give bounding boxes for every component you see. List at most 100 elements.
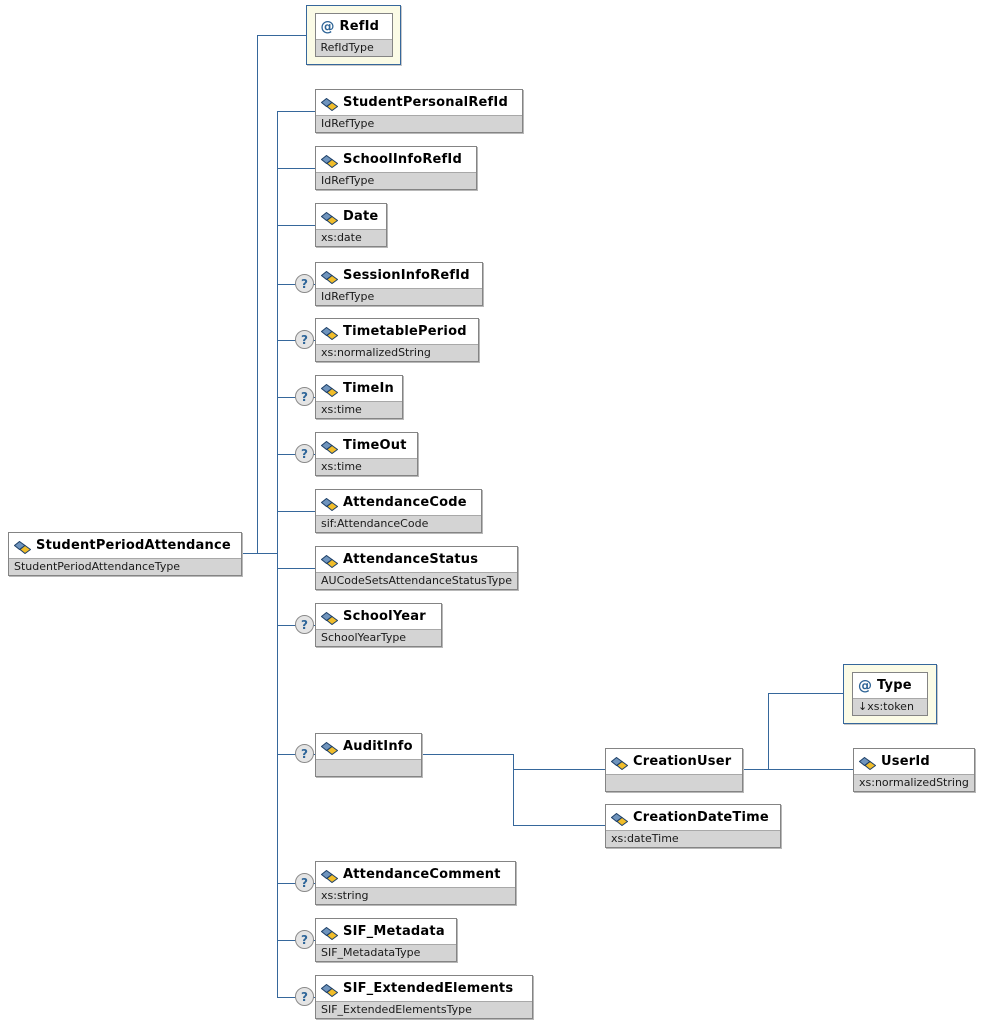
connector-line <box>768 693 769 770</box>
element-sif-extended-elements[interactable]: SIF_ExtendedElements SIF_ExtendedElement… <box>315 975 533 1019</box>
element-icon <box>320 740 339 756</box>
attribute-icon: @ <box>858 677 872 694</box>
element-creation-date-time[interactable]: CreationDateTime xs:dateTime <box>605 804 781 848</box>
element-title-row: Date <box>316 204 386 229</box>
element-name: UserId <box>881 754 930 769</box>
connector-line <box>513 825 611 826</box>
element-icon <box>610 811 629 827</box>
element-icon <box>13 539 32 555</box>
element-icon <box>320 868 339 884</box>
attribute-name: RefId <box>339 19 380 34</box>
attribute-type: ↓xs:token <box>853 698 927 715</box>
element-type: xs:string <box>316 887 515 904</box>
element-title-row: AuditInfo <box>316 734 421 759</box>
element-name: SessionInfoRefId <box>343 268 470 283</box>
element-name: SchoolInfoRefId <box>343 152 462 167</box>
optional-marker: ? <box>295 330 314 349</box>
element-name: TimetablePeriod <box>343 324 467 339</box>
element-title-row: TimetablePeriod <box>316 319 478 344</box>
optional-marker: ? <box>295 930 314 949</box>
element-name: SIF_ExtendedElements <box>343 981 514 996</box>
element-type: xs:time <box>316 401 402 418</box>
element-session-info-refid[interactable]: SessionInfoRefId IdRefType <box>315 262 483 306</box>
element-attendance-comment[interactable]: AttendanceComment xs:string <box>315 861 516 905</box>
element-type: IdRefType <box>316 172 476 189</box>
element-type: IdRefType <box>316 288 482 305</box>
connector-line <box>277 168 323 169</box>
element-type: xs:date <box>316 229 386 246</box>
element-time-out[interactable]: TimeOut xs:time <box>315 432 418 476</box>
optional-marker: ? <box>295 274 314 293</box>
connector-line <box>768 693 852 694</box>
element-name: CreationDateTime <box>633 810 769 825</box>
element-school-year[interactable]: SchoolYear SchoolYearType <box>315 603 442 647</box>
element-audit-info[interactable]: AuditInfo <box>315 733 422 777</box>
element-icon <box>320 153 339 169</box>
element-icon <box>320 325 339 341</box>
element-title-row: StudentPersonalRefId <box>316 90 522 115</box>
attribute-icon: @ <box>320 18 335 35</box>
optional-marker: ? <box>295 615 314 634</box>
element-name: Date <box>343 209 379 224</box>
element-type: xs:time <box>316 458 417 475</box>
element-time-in[interactable]: TimeIn xs:time <box>315 375 403 419</box>
optional-marker: ? <box>295 744 314 763</box>
element-type: IdRefType <box>316 115 522 132</box>
element-icon <box>858 755 877 771</box>
element-school-info-refid[interactable]: SchoolInfoRefId IdRefType <box>315 146 477 190</box>
element-student-period-attendance[interactable]: StudentPeriodAttendance StudentPeriodAtt… <box>8 532 242 576</box>
connector-line <box>277 111 323 112</box>
element-type <box>606 774 742 791</box>
element-title-row: CreationDateTime <box>606 805 780 830</box>
element-type: sif:AttendanceCode <box>316 515 481 532</box>
element-type: xs:normalizedString <box>316 344 478 361</box>
connector-line <box>277 225 323 226</box>
element-timetable-period[interactable]: TimetablePeriod xs:normalizedString <box>315 318 479 362</box>
element-icon <box>610 755 629 771</box>
element-attendance-code[interactable]: AttendanceCode sif:AttendanceCode <box>315 489 482 533</box>
element-type <box>316 759 421 776</box>
element-name: AttendanceStatus <box>343 552 479 567</box>
attribute-box: @ Type ↓xs:token <box>852 672 928 716</box>
element-type: SIF_ExtendedElementsType <box>316 1001 532 1018</box>
element-title-row: AttendanceStatus <box>316 547 518 572</box>
element-title-row: StudentPeriodAttendance <box>9 533 241 558</box>
element-attendance-status[interactable]: AttendanceStatus AUCodeSetsAttendanceSta… <box>315 546 519 590</box>
element-user-id[interactable]: UserId xs:normalizedString <box>853 748 975 792</box>
attribute-title-row: @ Type <box>853 673 927 698</box>
attribute-refid[interactable]: @ RefId RefIdType <box>306 5 401 65</box>
element-title-row: SchoolYear <box>316 604 441 629</box>
connector-line <box>257 35 313 36</box>
element-icon <box>320 96 339 112</box>
optional-marker: ? <box>295 387 314 406</box>
optional-marker: ? <box>295 444 314 463</box>
attribute-type: RefIdType <box>315 39 392 56</box>
connector-line <box>277 511 323 512</box>
element-title-row: CreationUser <box>606 749 742 774</box>
element-name: SIF_Metadata <box>343 924 445 939</box>
connector-line <box>257 35 258 554</box>
attribute-box: @ RefId RefIdType <box>314 13 393 57</box>
element-title-row: SchoolInfoRefId <box>316 147 476 172</box>
element-sif-metadata[interactable]: SIF_Metadata SIF_MetadataType <box>315 918 457 962</box>
element-type: SchoolYearType <box>316 629 441 646</box>
element-name: AuditInfo <box>343 739 413 754</box>
element-date[interactable]: Date xs:date <box>315 203 387 247</box>
element-icon <box>320 439 339 455</box>
element-title-row: TimeOut <box>316 433 417 458</box>
element-name: TimeIn <box>343 381 394 396</box>
connector-line <box>513 754 514 826</box>
element-icon <box>320 496 339 512</box>
element-title-row: UserId <box>854 749 974 774</box>
element-title-row: AttendanceComment <box>316 862 515 887</box>
element-icon <box>320 210 339 226</box>
element-title-row: TimeIn <box>316 376 402 401</box>
element-icon <box>320 553 339 569</box>
element-student-personal-refid[interactable]: StudentPersonalRefId IdRefType <box>315 89 523 133</box>
attribute-type[interactable]: @ Type ↓xs:token <box>843 664 937 724</box>
element-name: AttendanceComment <box>343 867 501 882</box>
element-name: TimeOut <box>343 438 407 453</box>
element-creation-user[interactable]: CreationUser <box>605 748 743 792</box>
element-name: StudentPersonalRefId <box>343 95 508 110</box>
